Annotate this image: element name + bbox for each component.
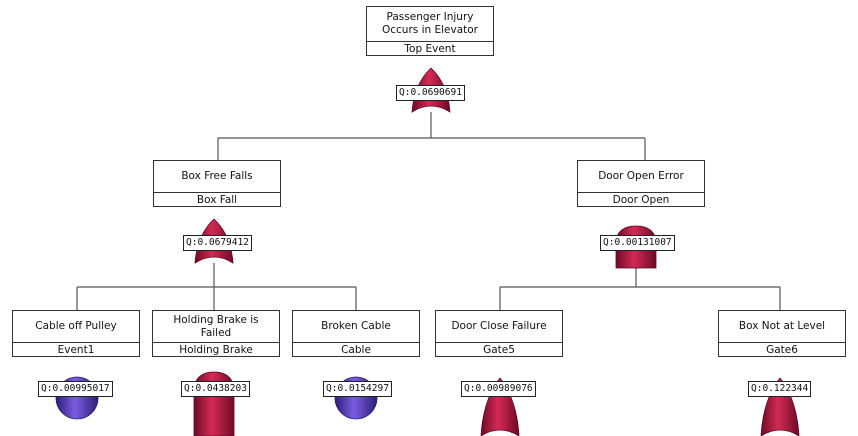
probability-label: Q:0.122344 bbox=[748, 381, 812, 397]
basic-event-node[interactable]: Broken Cable Cable bbox=[292, 310, 420, 357]
or-gate-icon bbox=[760, 377, 800, 436]
node-label: Gate5 bbox=[483, 344, 515, 356]
probability-label: Q:0.00131007 bbox=[600, 235, 675, 251]
node-title: Broken Cable bbox=[293, 311, 419, 343]
node-title: Door Open Error bbox=[578, 161, 704, 193]
basic-event-node[interactable]: Cable off Pulley Event1 bbox=[12, 310, 140, 357]
probability-label: Q:0.0438203 bbox=[181, 381, 250, 397]
node-title: Box Free Falls bbox=[154, 161, 280, 193]
node-label: Gate6 bbox=[766, 344, 798, 356]
intermediate-event-node[interactable]: Box Free Falls Box Fall bbox=[153, 160, 281, 207]
connector-lines bbox=[76, 112, 781, 310]
intermediate-event-node[interactable]: Door Open Error Door Open bbox=[577, 160, 705, 207]
intermediate-event-node[interactable]: Box Not at Level Gate6 bbox=[718, 310, 846, 357]
probability-label: Q:0.0690691 bbox=[396, 85, 465, 101]
node-label: Event1 bbox=[57, 344, 95, 356]
intermediate-event-node[interactable]: Door Close Failure Gate5 bbox=[435, 310, 563, 357]
node-title: Door Close Failure bbox=[436, 311, 562, 343]
node-label: Top Event bbox=[404, 43, 456, 55]
node-label: Door Open bbox=[612, 194, 670, 206]
node-title: Passenger Injury Occurs in Elevator bbox=[367, 7, 493, 42]
probability-label: Q:0.0679412 bbox=[183, 235, 252, 251]
probability-label: Q:0.0154297 bbox=[323, 381, 392, 397]
node-label: Cable bbox=[341, 344, 371, 356]
or-gate-icon bbox=[480, 377, 520, 436]
node-label: Holding Brake bbox=[179, 344, 253, 356]
node-title: Box Not at Level bbox=[719, 311, 845, 343]
node-label: Box Fall bbox=[196, 194, 238, 206]
node-title: Cable off Pulley bbox=[13, 311, 139, 343]
probability-label: Q:0.00995017 bbox=[38, 381, 113, 397]
node-title: Holding Brake is Failed bbox=[153, 311, 279, 343]
intermediate-event-node[interactable]: Holding Brake is Failed Holding Brake bbox=[152, 310, 280, 357]
probability-label: Q:0.00989076 bbox=[461, 381, 536, 397]
top-event-node[interactable]: Passenger Injury Occurs in Elevator Top … bbox=[366, 6, 494, 56]
